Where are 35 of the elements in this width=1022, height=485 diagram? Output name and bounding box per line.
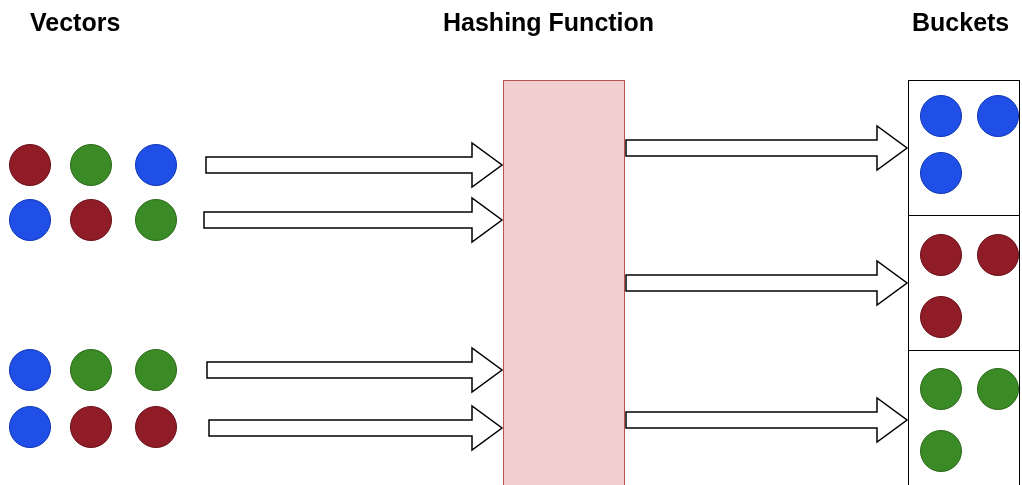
heading: Vectors (30, 8, 121, 37)
vector-dot (920, 234, 962, 276)
vector-dot (135, 199, 177, 241)
block-arrow (203, 196, 504, 244)
block-arrow (625, 124, 909, 172)
block-arrow (206, 346, 504, 394)
vector-dot (135, 349, 177, 391)
vector-dot (977, 368, 1019, 410)
vector-dot (9, 406, 51, 448)
vector-dot (9, 349, 51, 391)
vector-dot (70, 199, 112, 241)
vector-dot (920, 152, 962, 194)
vector-dot (135, 406, 177, 448)
block-arrow (625, 396, 909, 444)
bucket-box (908, 80, 1020, 216)
vector-dot (920, 95, 962, 137)
vector-dot (9, 144, 51, 186)
vector-dot (9, 199, 51, 241)
vector-dot (135, 144, 177, 186)
block-arrow (625, 259, 909, 307)
bucket-box (908, 215, 1020, 351)
vector-dot (920, 296, 962, 338)
heading: Hashing Function (443, 8, 655, 37)
vector-dot (977, 234, 1019, 276)
vector-dot (920, 430, 962, 472)
vector-dot (70, 349, 112, 391)
vector-dot (70, 406, 112, 448)
vector-dot (920, 368, 962, 410)
vector-dot (70, 144, 112, 186)
bucket-box (908, 350, 1020, 485)
heading: Buckets (912, 8, 1010, 37)
block-arrow (205, 141, 504, 189)
vector-dot (977, 95, 1019, 137)
hashing-block (503, 80, 625, 485)
block-arrow (208, 404, 504, 452)
